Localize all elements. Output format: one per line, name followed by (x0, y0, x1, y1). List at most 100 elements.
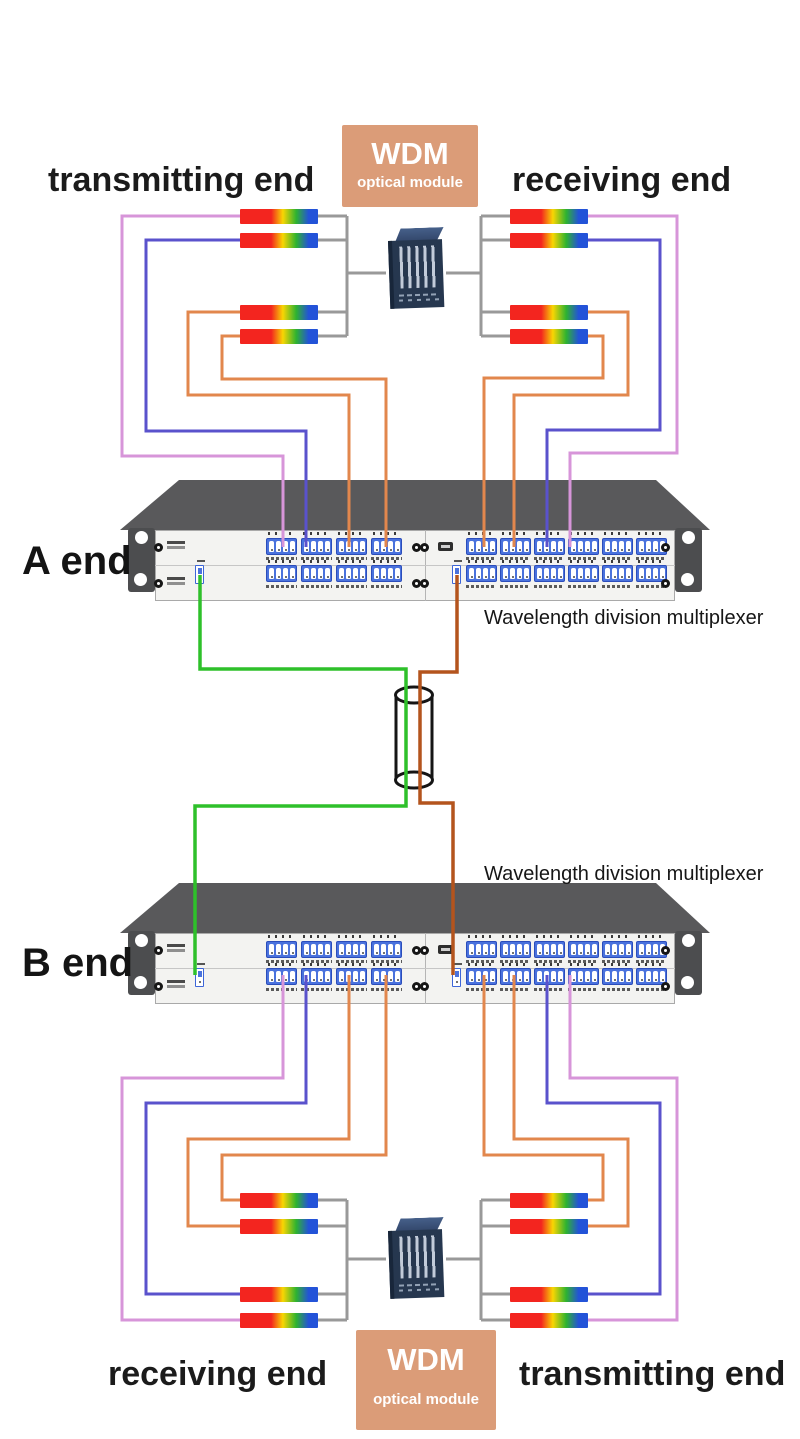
fiber-blue-bottom-left (144, 975, 308, 1296)
fiber-port (269, 568, 274, 579)
port-ticks (268, 963, 295, 966)
fiber-port (571, 971, 576, 982)
port-ticks (373, 935, 400, 938)
fiber-port (551, 971, 556, 982)
fiber-port (592, 944, 597, 955)
fiber-port (276, 971, 281, 982)
fiber-port-group (500, 565, 531, 582)
fiber-port (517, 541, 522, 552)
screw-icon (412, 982, 421, 991)
brand-logo (167, 980, 185, 988)
rack-top-cover (120, 480, 710, 530)
fiber-port (388, 944, 393, 955)
port-ticks (303, 560, 330, 563)
port-labels (568, 988, 598, 991)
fiber-port (353, 944, 358, 955)
screw-icon (154, 579, 163, 588)
fiber-port-group (568, 968, 599, 985)
label-a-end: A end (22, 539, 132, 583)
fiber-port (612, 971, 617, 982)
fiber-port (290, 971, 295, 982)
device-text-row (398, 293, 439, 297)
port-labels (534, 988, 564, 991)
fiber-port (360, 541, 365, 552)
fiber-port (346, 568, 351, 579)
fiber-port-group (568, 565, 599, 582)
fiber-port (283, 971, 288, 982)
fiber-port (558, 944, 563, 955)
port-labels (466, 960, 496, 963)
fiber-port (558, 568, 563, 579)
line-port-label (197, 963, 205, 965)
fiber-port (639, 971, 644, 982)
fiber-port (353, 541, 358, 552)
ear-hole (682, 934, 695, 947)
fiber-port (605, 541, 610, 552)
fiber-port (304, 568, 309, 579)
fiber-port (646, 568, 651, 579)
fiber-port-group (500, 941, 531, 958)
fiber-port (551, 541, 556, 552)
port-ticks (338, 560, 365, 563)
fiber-port (503, 971, 508, 982)
fiber-port (388, 541, 393, 552)
port-ticks (502, 532, 528, 535)
port-ticks (373, 560, 400, 563)
fiber-port-group (371, 565, 402, 582)
port-labels (371, 557, 402, 560)
fiber-port (612, 541, 617, 552)
fiber-port (469, 541, 474, 552)
fiber-port (585, 944, 590, 955)
fiber-port (360, 568, 365, 579)
port-labels (602, 988, 632, 991)
fiber-port (639, 568, 644, 579)
port-ticks (604, 963, 630, 966)
fiber-port (374, 541, 379, 552)
port-ticks (536, 560, 562, 563)
fiber-port (503, 541, 508, 552)
fiber-port (517, 971, 522, 982)
device-text-row (399, 298, 440, 302)
fiber-port (476, 568, 481, 579)
port-ticks (536, 963, 562, 966)
port-ticks (502, 935, 528, 938)
fiber-port (653, 568, 658, 579)
fiber-port (646, 541, 651, 552)
fiber-port (346, 944, 351, 955)
fiber-port (318, 971, 323, 982)
label-receiving-end-bottom: receiving end (108, 1355, 328, 1393)
port-ticks (638, 935, 664, 938)
fiber-port (353, 568, 358, 579)
fiber-port (325, 944, 330, 955)
port-labels (266, 557, 297, 560)
fiber-port (490, 541, 495, 552)
fiber-port (290, 944, 295, 955)
port-labels (301, 988, 332, 991)
port-ticks (468, 532, 494, 535)
label-transmitting-end-top: transmitting end (48, 161, 315, 199)
fiber-port (339, 541, 344, 552)
fiber-port (304, 971, 309, 982)
fiber-port-group (466, 538, 497, 555)
port-ticks (303, 963, 330, 966)
ear-hole (681, 573, 694, 586)
fiber-port (571, 568, 576, 579)
fiber-port (276, 944, 281, 955)
fiber-port-group (466, 565, 497, 582)
fiber-port (490, 971, 495, 982)
mux-caption-a: Wavelength division multiplexer (484, 607, 764, 629)
fiber-port-group (568, 538, 599, 555)
fiber-optic-cable-cylinder (394, 685, 434, 790)
fiber-port (653, 944, 658, 955)
fiber-port (395, 944, 400, 955)
port-ticks (638, 963, 664, 966)
fiber-port-group (336, 968, 367, 985)
screw-icon (661, 579, 670, 588)
fiber-port (483, 568, 488, 579)
fiber-port (619, 568, 624, 579)
fiber-port (551, 944, 556, 955)
port-labels (568, 557, 598, 560)
device-card-slots (399, 245, 439, 289)
fiber-port (524, 541, 529, 552)
